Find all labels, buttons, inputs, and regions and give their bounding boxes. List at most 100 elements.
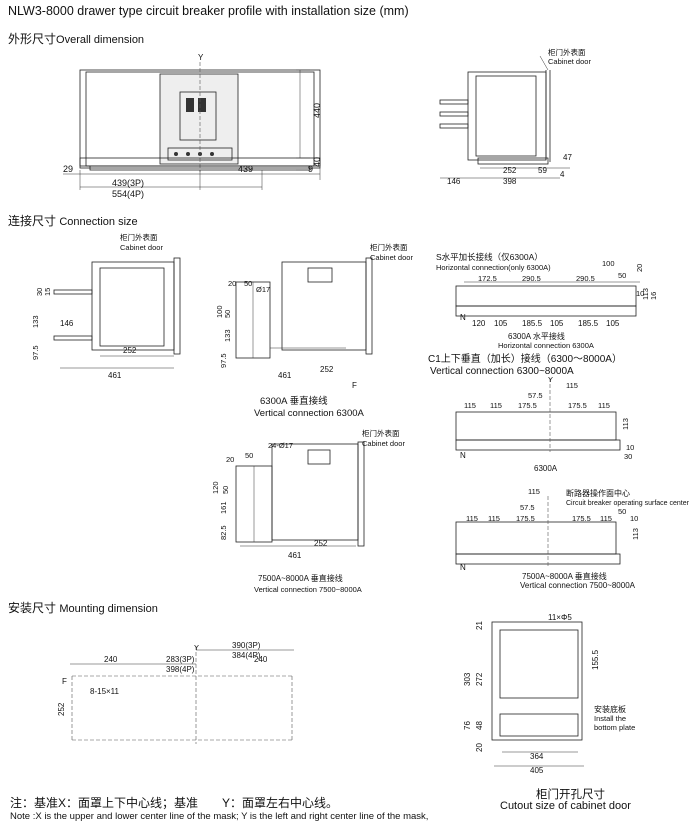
dim-v8-10: 10 <box>630 514 638 523</box>
dim-v8-115b: 115 <box>488 514 500 523</box>
dim-front-40: 40 <box>312 157 322 167</box>
dim-vc-115a: 115 <box>464 401 476 410</box>
dim-m-384-4p: 384(4P) <box>232 651 261 660</box>
dim-v6-100: 100 <box>215 305 224 318</box>
dim-v8-175-5a: 175.5 <box>516 514 535 523</box>
dim-vc-175-5b: 175.5 <box>568 401 587 410</box>
bottom-plate-cn: 安装底板 <box>594 704 626 714</box>
dim-v75-20: 20 <box>226 455 234 464</box>
dim-hz-105a: 105 <box>494 319 508 328</box>
m-axis-y: Y <box>194 643 199 652</box>
dim-v75-50b: 50 <box>221 486 230 494</box>
dim-front-440: 440 <box>312 103 322 118</box>
v6-cabinet-door-cn: 柜门外表面 <box>370 242 408 252</box>
dim-v8-175-5b: 175.5 <box>572 514 591 523</box>
m-f-box: F <box>62 677 67 686</box>
dim-vc-115: 115 <box>566 381 578 390</box>
dim-hz-105b: 105 <box>550 319 564 328</box>
dim-v6-phi17: Ø17 <box>256 285 270 294</box>
conn-side-view: 柜门外表面 Cabinet door 30 15 133 146 97.5 25… <box>31 232 181 380</box>
section-connection-en: Connection size <box>59 216 138 228</box>
h-n-label: N <box>460 313 466 322</box>
section-mounting-cn: 安装尺寸 <box>8 601 57 615</box>
dim-v75-252: 252 <box>314 539 328 548</box>
conn-6300-vertical: 柜门外表面 Cabinet door 20 50 Ø17 100 50 133 … <box>215 242 413 419</box>
h6300-en: Horizontal connection 6300A <box>498 341 594 350</box>
dim-v8-57-5: 57.5 <box>520 503 535 512</box>
front-view: 440 40 29 439 9 439(3P) 554(4P) Y <box>63 53 322 199</box>
dim-cut-364: 364 <box>530 752 544 761</box>
dim-cut-303: 303 <box>463 672 472 686</box>
dim-v8-115: 115 <box>528 487 540 496</box>
c1-label-en: Vertical connection 6300~8000A <box>430 366 574 377</box>
dim-vc-175-5a: 175.5 <box>518 401 537 410</box>
cutout-caption-en: Cutout size of cabinet door <box>500 800 631 812</box>
dim-cut-11phi5: 11×Φ5 <box>548 613 572 622</box>
v7500-label-en: Vertical connection 7500~8000A <box>254 585 362 594</box>
dim-m-240: 240 <box>104 655 118 664</box>
dim-v6-50b: 50 <box>223 310 232 318</box>
section-connection: 连接尺寸 Connection size <box>8 212 138 229</box>
dim-v6-20: 20 <box>228 279 236 288</box>
side-cabinet-door-cn: 柜门外表面 <box>548 47 586 57</box>
h-conn-en: Horizontal connection(only 6300A) <box>436 263 551 272</box>
dim-m-holes: 8-15×11 <box>90 687 120 696</box>
dim-v75-82-5: 82.5 <box>219 525 228 540</box>
dim-vc-113: 113 <box>621 418 630 430</box>
dim-m-252: 252 <box>57 702 66 716</box>
horizontal-connection: S水平加长接线（仅6300A） Horizontal connection(on… <box>436 252 658 350</box>
op-center-en: Circuit breaker operating surface center <box>566 500 690 507</box>
section-overall-en: Overall dimension <box>56 34 145 46</box>
note-cn: 注：基准X：面罩上下中心线；基准 Y：面罩左右中心线。 <box>10 796 339 810</box>
c1-vertical-connection: C1上下垂直（加长）接线（6300～8000A） Vertical connec… <box>428 352 634 473</box>
v75-cabinet-door-en: Cabinet door <box>362 439 405 448</box>
dim-hz-185-5a: 185.5 <box>522 319 543 328</box>
dim-vc-115b: 115 <box>490 401 502 410</box>
dim-c1-30: 30 <box>35 288 44 296</box>
c1-axis-y: Y <box>548 375 553 384</box>
v8-label-cn: 7500A~8000A 垂直接线 <box>522 571 607 581</box>
section-mounting: 安装尺寸 Mounting dimension <box>8 599 158 616</box>
section-connection-cn: 连接尺寸 <box>8 214 57 228</box>
v8-label-en: Vertical connection 7500~8000A <box>520 581 636 590</box>
dim-vc-115c: 115 <box>598 401 610 410</box>
v6300-label-en: Vertical connection 6300A <box>254 408 365 419</box>
dim-c1-252: 252 <box>123 346 137 355</box>
vertical-8000: 115 断路器操作面中心 Circuit breaker operating s… <box>455 487 690 590</box>
dim-hz-50: 50 <box>618 271 626 280</box>
section-mounting-en: Mounting dimension <box>59 603 158 615</box>
dim-front-439: 439 <box>238 164 253 174</box>
cutout-caption-cn: 柜门开孔尺寸 <box>536 789 605 801</box>
dim-cut-155-5: 155.5 <box>591 649 600 670</box>
dim-side-146: 146 <box>447 177 461 186</box>
v8-n-label: N <box>460 563 466 572</box>
note-en: Note :X is the upper and lower center li… <box>10 811 429 822</box>
dim-v6-133: 133 <box>223 329 232 342</box>
bottom-plate-en1: Install the <box>594 714 626 723</box>
dim-hz-172-5: 172.5 <box>478 274 497 283</box>
dim-hz-290-5b: 290.5 <box>576 274 595 283</box>
h-conn-cn: S水平加长接线（仅6300A） <box>436 252 543 262</box>
dim-hz-185-5b: 185.5 <box>578 319 599 328</box>
v7500-label-cn: 7500A~8000A 垂直接线 <box>258 573 343 583</box>
axis-y-front: Y <box>198 53 204 62</box>
dim-m-390-3p: 390(3P) <box>232 641 261 650</box>
dim-side-4: 4 <box>560 170 565 179</box>
conn-7500-vertical: 柜门外表面 Cabinet door 24-Ø17 20 50 120 50 1… <box>211 428 405 594</box>
dim-v8-113: 113 <box>631 528 640 540</box>
dim-vc-10: 10 <box>626 443 634 452</box>
c1-n-label: N <box>460 451 466 460</box>
dim-c1-461: 461 <box>108 371 122 380</box>
dim-v6-252: 252 <box>320 365 334 374</box>
dim-hz-120: 120 <box>472 319 486 328</box>
dim-c1-133: 133 <box>31 315 40 328</box>
cutout-drawing: 11×Φ5 21 155.5 303 272 76 48 20 364 405 … <box>463 613 635 775</box>
dim-cut-20: 20 <box>475 743 484 752</box>
dim-v75-461: 461 <box>288 551 302 560</box>
dim-v75-120: 120 <box>211 481 220 494</box>
dim-front-554-4p: 554(4P) <box>112 189 144 199</box>
dim-c1-97-5: 97.5 <box>31 345 40 360</box>
dim-v75-24phi17: 24-Ø17 <box>268 441 293 450</box>
dim-hz-10: 10 <box>636 289 644 298</box>
